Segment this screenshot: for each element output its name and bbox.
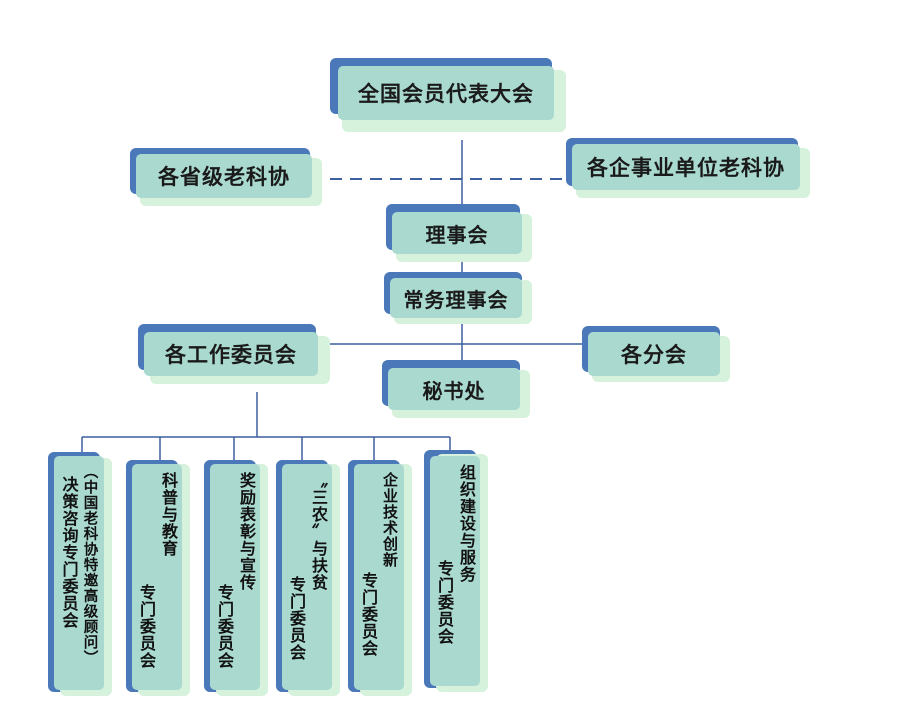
committee-6-line-1: 组织建设与服务 <box>457 464 476 583</box>
national-assembly-box: 全国会员代表大会 <box>330 58 566 132</box>
committee-6-line-2: 专门委员会 <box>435 560 454 645</box>
committee-enterprise-innovation: 企业技术创新 专门委员会 <box>348 460 412 696</box>
enterprise-association-label: 各企事业单位老科协 <box>572 144 800 190</box>
national-assembly-label: 全国会员代表大会 <box>338 66 554 120</box>
committee-5-line-1: 企业技术创新 <box>381 472 399 568</box>
secretariat-label: 秘书处 <box>388 368 520 410</box>
committee-decision-consulting: （中国老科协特邀高级顾问） 决策咨询专门委员会 <box>48 452 112 696</box>
committee-agriculture-poverty: 〝三农〞与扶贫 专门委员会 <box>276 460 340 696</box>
working-committees-label: 各工作委员会 <box>144 332 318 376</box>
committee-1-line-1: （中国老科协特邀高级顾问） <box>81 464 98 666</box>
council-box: 理事会 <box>386 204 532 262</box>
working-committees-box: 各工作委员会 <box>138 324 330 384</box>
committee-3-line-1: 奖励表彰与宣传 <box>237 472 256 591</box>
committee-organization-service: 组织建设与服务 专门委员会 <box>424 450 488 692</box>
provincial-association-box: 各省级老科协 <box>130 148 322 206</box>
committee-2-line-2: 专门委员会 <box>137 584 156 669</box>
committee-3-line-2: 专门委员会 <box>215 584 234 669</box>
committee-1-line-2: 决策咨询专门委员会 <box>59 476 79 629</box>
council-label: 理事会 <box>392 212 522 254</box>
committee-science-education: 科普与教育 专门委员会 <box>126 460 190 696</box>
committee-awards-publicity: 奖励表彰与宣传 专门委员会 <box>204 460 268 696</box>
committee-2-line-1: 科普与教育 <box>159 472 178 557</box>
provincial-association-label: 各省级老科协 <box>136 154 312 198</box>
committee-5-line-2: 专门委员会 <box>359 572 378 657</box>
committee-4-line-2: 专门委员会 <box>287 576 306 661</box>
secretariat-box: 秘书处 <box>382 360 530 418</box>
enterprise-association-box: 各企事业单位老科协 <box>566 138 810 198</box>
standing-council-label: 常务理事会 <box>390 278 522 318</box>
branches-label: 各分会 <box>588 332 720 376</box>
committee-4-line-1: 〝三农〞与扶贫 <box>309 472 328 591</box>
branches-box: 各分会 <box>582 326 730 382</box>
standing-council-box: 常务理事会 <box>384 272 532 324</box>
